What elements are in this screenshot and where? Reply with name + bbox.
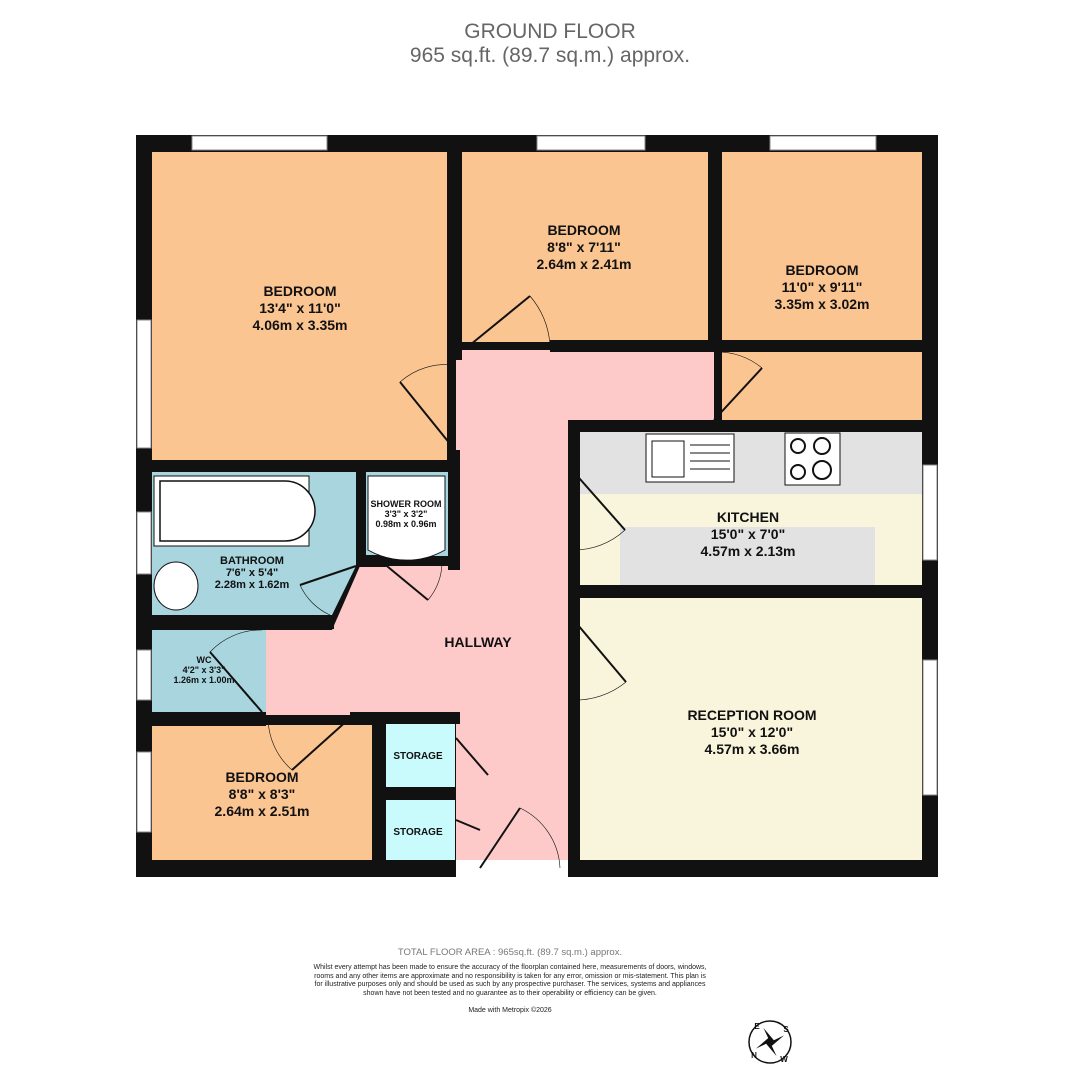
svg-text:E: E [754, 1022, 760, 1031]
reception-room [580, 598, 922, 860]
hob-rings [790, 437, 832, 480]
svg-text:BEDROOM: BEDROOM [785, 262, 858, 278]
wc [152, 630, 266, 713]
svg-text:BEDROOM: BEDROOM [263, 283, 336, 299]
total-floor-area: TOTAL FLOOR AREA : 965sq.ft. (89.7 sq.m.… [397, 947, 623, 958]
made-with: Made with Metropix ©2026 [468, 1007, 552, 1014]
svg-text:4'2" x 3'3": 4'2" x 3'3" [183, 665, 226, 675]
bath-basin [159, 480, 316, 542]
hallway-label: HALLWAY [444, 634, 512, 650]
svg-text:4.57m x 2.13m: 4.57m x 2.13m [701, 543, 796, 559]
svg-text:BEDROOM: BEDROOM [547, 222, 620, 238]
svg-text:S: S [783, 1025, 789, 1034]
storage-1-label: STORAGE [393, 751, 443, 762]
svg-text:4.57m x 3.66m: 4.57m x 3.66m [705, 741, 800, 757]
svg-text:SHOWER ROOM: SHOWER ROOM [371, 499, 442, 509]
svg-text:RECEPTION ROOM: RECEPTION ROOM [687, 707, 816, 723]
wc-label: WC4'2" x 3'3"1.26m x 1.00m [173, 655, 234, 685]
floor-title: GROUND FLOOR [464, 20, 636, 43]
washbasin [153, 561, 199, 611]
svg-text:2.64m x 2.41m: 2.64m x 2.41m [537, 256, 632, 272]
svg-text:11'0" x 9'11": 11'0" x 9'11" [782, 279, 863, 295]
svg-text:8'8" x 8'3": 8'8" x 8'3" [229, 786, 296, 802]
svg-text:15'0" x 7'0": 15'0" x 7'0" [711, 526, 785, 542]
kitchen-island [620, 527, 875, 585]
bedroom-1 [152, 152, 447, 460]
storage-2 [386, 800, 455, 860]
storage-1 [386, 722, 455, 787]
entrance-opening [456, 860, 568, 877]
svg-text:7'6" x 5'4": 7'6" x 5'4" [226, 567, 278, 579]
svg-text:2.64m x 2.51m: 2.64m x 2.51m [215, 803, 310, 819]
hallway [266, 350, 714, 860]
svg-text:3.35m x 3.02m: 3.35m x 3.02m [775, 296, 870, 312]
kitchen-counter [580, 432, 922, 494]
doors[interactable] [209, 295, 763, 869]
svg-text:0.98m x 0.96m: 0.98m x 0.96m [375, 519, 436, 529]
svg-text:BATHROOM: BATHROOM [220, 555, 284, 567]
windows [136, 135, 938, 833]
svg-text:WC: WC [197, 655, 212, 665]
svg-text:N: N [751, 1051, 757, 1060]
svg-text:1.26m x 1.00m: 1.26m x 1.00m [173, 675, 234, 685]
svg-text:2.28m x 1.62m: 2.28m x 1.62m [215, 579, 290, 591]
sink [645, 433, 735, 483]
bedroom-2 [462, 152, 708, 342]
compass-icon: N E S W [748, 1020, 792, 1064]
svg-text:4.06m x 3.35m: 4.06m x 3.35m [253, 317, 348, 333]
sink-bowl [651, 440, 685, 478]
hob [784, 432, 841, 486]
svg-text:BEDROOM: BEDROOM [225, 769, 298, 785]
disclaimer: Whilst every attempt has been made to en… [313, 964, 707, 997]
svg-text:8'8" x 7'11": 8'8" x 7'11" [547, 239, 621, 255]
svg-text:15'0" x 12'0": 15'0" x 12'0" [711, 724, 793, 740]
drainer [690, 444, 730, 470]
floor-area: 965 sq.ft. (89.7 sq.m.) approx. [409, 44, 691, 67]
svg-text:13'4" x 11'0": 13'4" x 11'0" [259, 300, 340, 316]
svg-text:W: W [780, 1055, 788, 1064]
shower-tray [367, 475, 446, 561]
interior-walls [152, 152, 922, 877]
storage-2-label: STORAGE [393, 827, 443, 838]
svg-text:KITCHEN: KITCHEN [717, 509, 779, 525]
svg-text:3'3" x 3'2": 3'3" x 3'2" [385, 509, 428, 519]
bedroom-5 [152, 725, 374, 860]
